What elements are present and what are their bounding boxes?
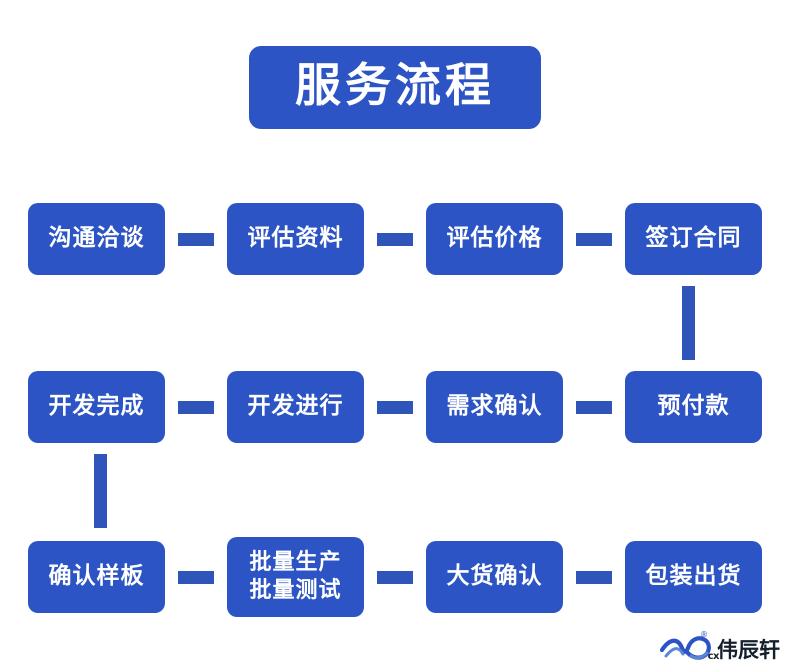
flow-node-label-line1: 批量生产 [249,549,342,575]
flow-node-label: 开发完成 [48,393,145,420]
flow-node-label: 确认样板 [48,563,145,590]
connector-vertical-right [682,286,695,360]
title-container: 服务流程 [0,46,790,129]
flow-node-development-ongoing[interactable]: 开发进行 [227,371,364,443]
flow-node-sign-contract[interactable]: 签订合同 [625,203,762,275]
page-title: 服务流程 [295,58,495,112]
connector-horizontal [178,570,214,584]
flow-node-bulk-confirm[interactable]: 大货确认 [426,541,563,613]
flow-node-mass-production[interactable]: 批量生产 批量测试 [227,537,364,617]
flow-node-label-line2: 批量测试 [249,578,342,603]
connector-horizontal [576,232,612,246]
registered-trademark-icon: ® [700,630,708,639]
flow-node-communication[interactable]: 沟通洽谈 [28,203,165,275]
flow-row-1: 沟通洽谈 评估资料 评估价格 签订合同 [0,203,790,275]
flow-row-3: 确认样板 批量生产 批量测试 大货确认 包装出货 [0,537,790,617]
connector-horizontal [377,232,413,246]
flow-node-label: 需求确认 [446,393,543,420]
connector-horizontal [178,232,214,246]
company-logo: ® cx 伟辰轩 [660,626,780,662]
connector-vertical-left [94,454,107,528]
connector-horizontal [576,400,612,414]
flow-node-label: 评估资料 [247,225,344,252]
connector-horizontal [178,400,214,414]
flow-node-label: 开发进行 [247,393,344,420]
flow-node-assess-materials[interactable]: 评估资料 [227,203,364,275]
flow-node-label: 预付款 [657,393,730,420]
flow-node-assess-price[interactable]: 评估价格 [426,203,563,275]
flow-node-packaging-shipment[interactable]: 包装出货 [625,541,762,613]
connector-horizontal [377,570,413,584]
flow-node-sample-confirm[interactable]: 确认样板 [28,541,165,613]
flow-node-label: 评估价格 [446,225,543,252]
flow-node-label: 签订合同 [645,225,742,252]
flow-node-label: 沟通洽谈 [48,225,145,252]
connector-horizontal [576,570,612,584]
logo-swoosh-icon: ® cx [660,630,720,662]
flow-node-label: 包装出货 [645,563,742,590]
page-title-box: 服务流程 [249,46,541,129]
flow-node-label: 大货确认 [446,563,543,590]
flow-node-development-complete[interactable]: 开发完成 [28,371,165,443]
flow-node-prepayment[interactable]: 预付款 [625,371,762,443]
connector-horizontal [377,400,413,414]
flow-node-requirements-confirm[interactable]: 需求确认 [426,371,563,443]
flow-row-2: 开发完成 开发进行 需求确认 预付款 [0,371,790,443]
logo-brand-name: 伟辰轩 [717,638,780,662]
logo-subtext: cx [707,651,720,662]
